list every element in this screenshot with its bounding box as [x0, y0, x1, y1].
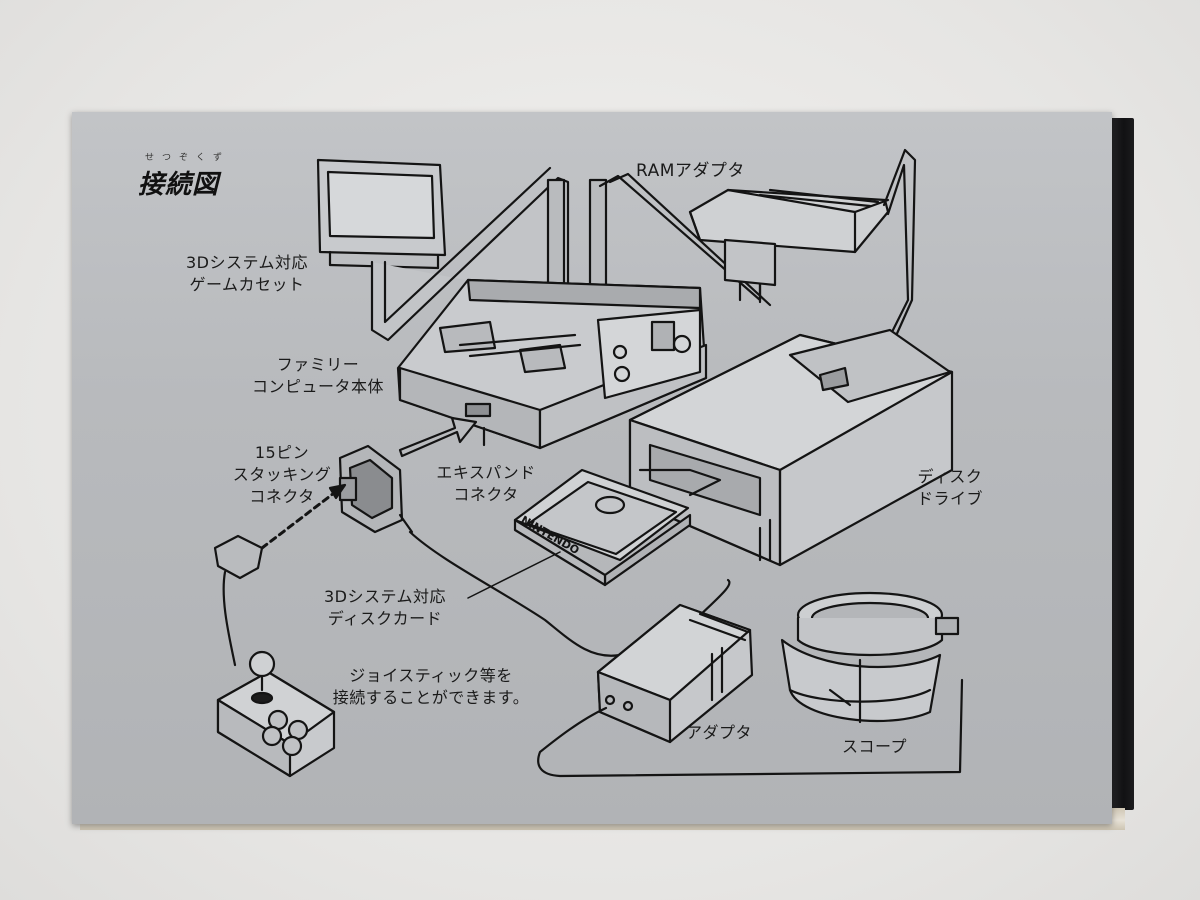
- label-joystick-line2: 接続することができます。: [332, 688, 530, 707]
- disk-drive-illustration: [628, 328, 954, 567]
- label-disk-drive: ディスク ドライブ: [905, 466, 995, 510]
- title-furigana: せつぞくず: [145, 153, 231, 163]
- label-expand-line2: コネクタ: [453, 485, 519, 504]
- label-stacking-connector: 15ピン スタッキング コネクタ: [222, 442, 342, 508]
- adapter-illustration: [596, 603, 754, 744]
- label-famicom-line1: ファミリー: [276, 355, 360, 374]
- diagram-title: 接続図: [138, 170, 220, 200]
- label-joystick-line1: ジョイスティック等を: [349, 666, 513, 685]
- label-scope: スコープ: [842, 737, 908, 756]
- label-disk-drive-line2: ドライブ: [916, 489, 983, 508]
- label-stacking-line3: コネクタ: [249, 487, 315, 506]
- game-cassette-illustration: [316, 158, 447, 270]
- label-disk-card: 3Dシステム対応 ディスクカード: [310, 586, 460, 630]
- label-disk-card-line1: 3Dシステム対応: [323, 587, 447, 606]
- label-ram-adapter: RAMアダプタ: [636, 161, 745, 181]
- label-disk-drive-line1: ディスク: [917, 467, 983, 486]
- label-expand-connector: エキスパンド コネクタ: [426, 462, 546, 506]
- label-stacking-line2: スタッキング: [232, 465, 332, 484]
- label-adapter: アダプタ: [686, 723, 753, 742]
- label-game-cassette: 3Dシステム対応 ゲームカセット: [172, 252, 322, 296]
- stacking-connector-illustration: [338, 444, 414, 534]
- label-expand-line1: エキスパンド: [436, 463, 536, 482]
- label-famicom: ファミリー コンピュータ本体: [238, 354, 398, 398]
- expand-arrow: [398, 416, 478, 458]
- label-game-cassette-line2: ゲームカセット: [189, 275, 305, 294]
- label-stacking-line1: 15ピン: [254, 443, 310, 462]
- label-famicom-line2: コンピュータ本体: [251, 377, 384, 396]
- ram-adapter-illustration: [688, 188, 890, 304]
- joystick-illustration: [213, 534, 336, 778]
- scope-illustration: [780, 591, 960, 724]
- box-side-edge: [1108, 118, 1134, 810]
- famicom-console-illustration: [396, 278, 708, 450]
- disk-card-illustration: [513, 468, 722, 587]
- label-game-cassette-line1: 3Dシステム対応: [185, 253, 309, 272]
- label-disk-card-line2: ディスクカード: [327, 609, 443, 628]
- label-joystick-note: ジョイスティック等を 接続することができます。: [316, 665, 546, 709]
